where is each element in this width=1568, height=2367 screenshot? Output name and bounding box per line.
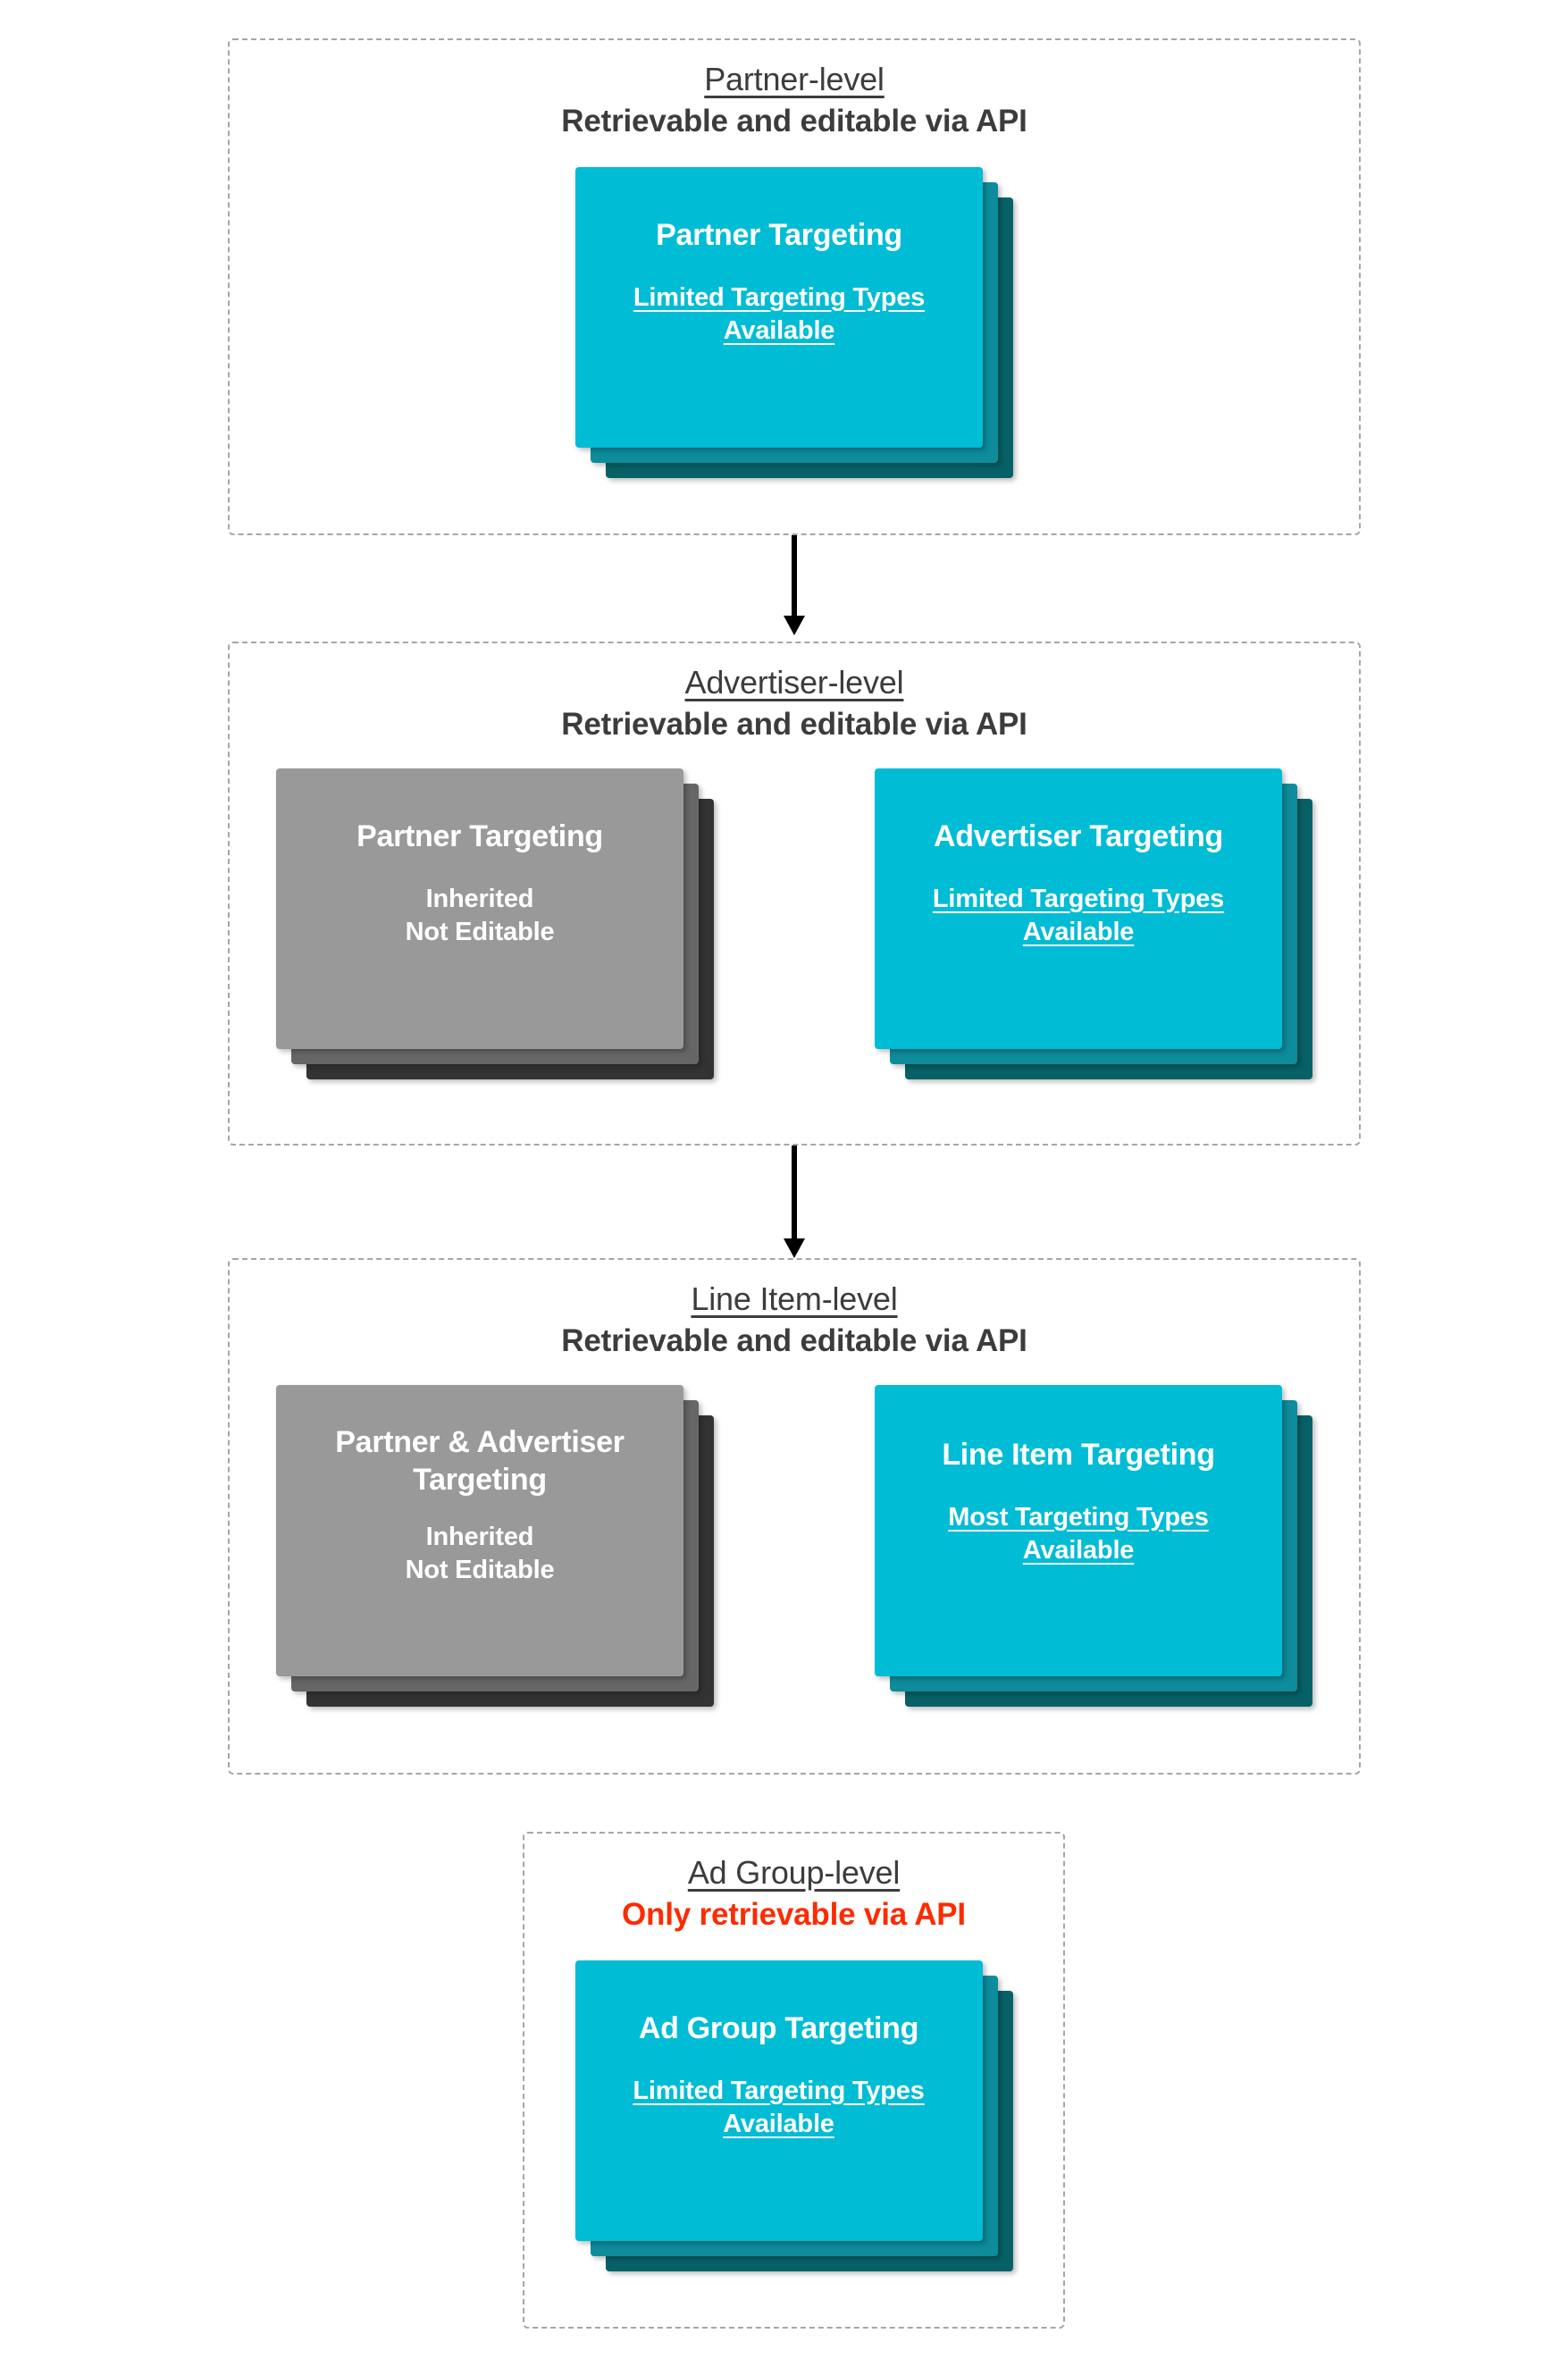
arrow-shaft <box>792 535 797 616</box>
level-heading: Ad Group-level Only retrievable via API <box>524 1834 1063 1935</box>
card-stack-ad-group-targeting[interactable]: Ad Group Targeting Limited Targeting Typ… <box>574 1960 1013 2271</box>
card-subtitle: Inherited Not Editable <box>405 1522 555 1584</box>
card-title: Line Item Targeting <box>942 1438 1215 1472</box>
card-layer-front: Line Item Targeting Most Targeting Types… <box>875 1385 1282 1676</box>
cards-row: Partner Targeting Limited Targeting Type… <box>230 167 1359 478</box>
level-api-note: Retrievable and editable via API <box>561 706 1027 742</box>
card-subtitle: Inherited Not Editable <box>405 884 555 946</box>
card-layer-front: Advertiser Targeting Limited Targeting T… <box>875 768 1282 1049</box>
card-title: Advertiser Targeting <box>933 819 1223 853</box>
level-heading: Line Item-level Retrievable and editable… <box>230 1260 1359 1361</box>
card-stack-partner-advertiser-targeting-inherited[interactable]: Partner & Advertiser Targeting Inherited… <box>276 1385 714 1707</box>
level-heading: Advertiser-level Retrievable and editabl… <box>230 643 1359 744</box>
cards-row: Ad Group Targeting Limited Targeting Typ… <box>524 1960 1063 2271</box>
card-subtitle: Limited Targeting Types Available <box>932 884 1225 946</box>
card-stack-line-item-targeting[interactable]: Line Item Targeting Most Targeting Types… <box>875 1385 1312 1707</box>
card-subtitle: Limited Targeting Types Available <box>633 282 926 345</box>
level-name: Partner-level <box>704 61 885 97</box>
arrow-head-icon <box>784 1238 805 1258</box>
level-name: Line Item-level <box>691 1280 898 1317</box>
level-name: Ad Group-level <box>687 1854 901 1891</box>
arrow-shaft <box>792 1146 797 1238</box>
arrow-head-icon <box>784 616 805 635</box>
card-stack-partner-targeting[interactable]: Partner Targeting Limited Targeting Type… <box>575 167 1013 478</box>
card-stack-partner-targeting-inherited[interactable]: Partner Targeting Inherited Not Editable <box>276 768 714 1079</box>
card-title: Partner Targeting <box>656 218 902 252</box>
level-api-note: Only retrievable via API <box>622 1896 966 1932</box>
level-name: Advertiser-level <box>684 664 904 701</box>
level-heading: Partner-level Retrievable and editable v… <box>230 40 1359 141</box>
level-api-note: Retrievable and editable via API <box>561 103 1027 138</box>
card-subtitle: Most Targeting Types Available <box>948 1502 1209 1565</box>
card-title: Partner Targeting <box>356 819 603 853</box>
card-layer-front: Partner Targeting Inherited Not Editable <box>276 768 683 1049</box>
card-layer-front: Partner & Advertiser Targeting Inherited… <box>276 1385 683 1676</box>
card-stack-advertiser-targeting[interactable]: Advertiser Targeting Limited Targeting T… <box>875 768 1312 1079</box>
card-layer-front: Ad Group Targeting Limited Targeting Typ… <box>574 1960 983 2241</box>
level-section-line-item: Line Item-level Retrievable and editable… <box>228 1258 1361 1775</box>
level-section-ad-group: Ad Group-level Only retrievable via API … <box>523 1832 1065 2329</box>
card-subtitle: Limited Targeting Types Available <box>633 2076 925 2138</box>
cards-row: Partner & Advertiser Targeting Inherited… <box>230 1385 1359 1707</box>
card-title: Ad Group Targeting <box>638 2011 919 2045</box>
level-api-note: Retrievable and editable via API <box>561 1322 1027 1358</box>
card-title: Partner & Advertiser Targeting <box>335 1425 625 1497</box>
card-layer-front: Partner Targeting Limited Targeting Type… <box>575 167 983 448</box>
connector-arrow-advertiser-to-line-item <box>784 1146 805 1258</box>
connector-arrow-partner-to-advertiser <box>784 535 805 635</box>
cards-row: Partner Targeting Inherited Not Editable… <box>230 768 1359 1079</box>
level-section-partner: Partner-level Retrievable and editable v… <box>228 38 1361 535</box>
level-section-advertiser: Advertiser-level Retrievable and editabl… <box>228 642 1361 1146</box>
